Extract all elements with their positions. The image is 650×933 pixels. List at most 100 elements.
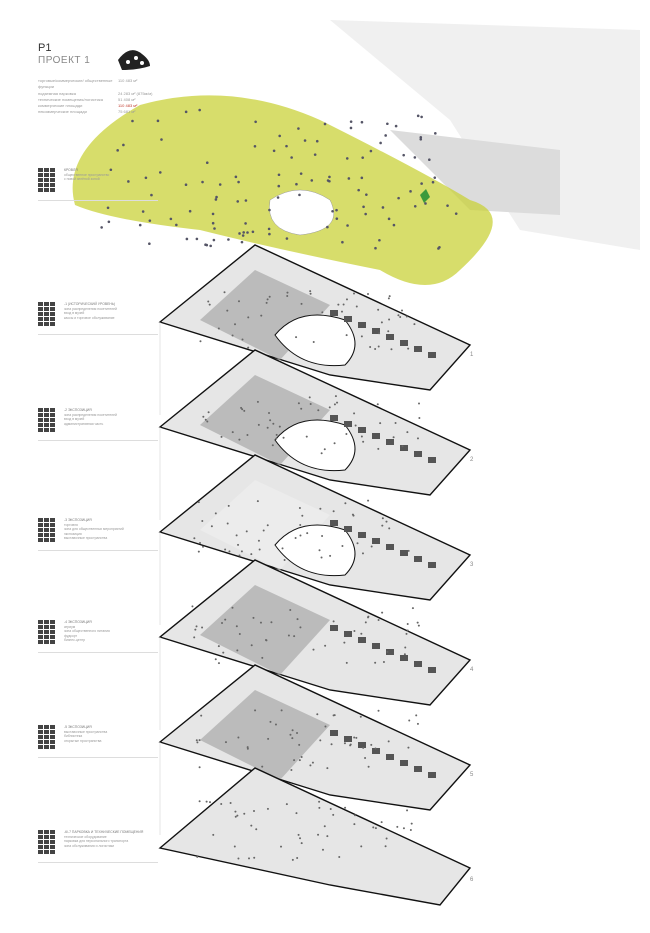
- legend-symbol-icon: [38, 850, 43, 854]
- area-stats: торговые/коммерческие/ общественные функ…: [38, 78, 153, 116]
- legend-symbol-icon: [44, 538, 49, 542]
- legend-symbol-icon: [50, 725, 55, 729]
- legend-symbol-icon: [38, 168, 43, 172]
- legend-symbol-icon: [38, 533, 43, 537]
- legend-symbol-icon: [38, 408, 43, 412]
- legend-line: выставочные пространства: [64, 536, 159, 541]
- legend-symbol-icon: [38, 845, 43, 849]
- stat-value: 110 483 м²: [118, 78, 137, 91]
- legend-symbol-icon: [44, 173, 49, 177]
- legend-symbol-icon: [50, 418, 55, 422]
- legend-symbol-icon: [44, 322, 49, 326]
- legend-symbol-icon: [50, 317, 55, 321]
- legend-symbol-icon: [44, 188, 49, 192]
- legend-symbol-icon: [38, 640, 43, 644]
- legend-symbol-icon: [38, 173, 43, 177]
- legend-symbol-icon: [50, 428, 55, 432]
- legend-line: административная часть: [64, 422, 159, 427]
- legend-symbol-icon: [38, 730, 43, 734]
- roof-level: [73, 95, 493, 285]
- legend-symbol-icon: [44, 317, 49, 321]
- legend-symbol-icon: [44, 840, 49, 844]
- legend-symbol-icon: [38, 317, 43, 321]
- legend-symbol-icon: [44, 850, 49, 854]
- legend-symbol-icon: [44, 423, 49, 427]
- legend-line: зона обслуживания и логистики: [64, 844, 159, 849]
- legend-symbol-icon: [44, 413, 49, 417]
- legend-symbol-icon: [50, 173, 55, 177]
- legend-symbol-icon: [50, 523, 55, 527]
- legend-symbol-icon: [44, 740, 49, 744]
- legend-symbol-icon: [44, 845, 49, 849]
- legend-line: открытые пространства: [64, 739, 159, 744]
- legend-symbol-icon: [50, 640, 55, 644]
- project-code: P1: [38, 42, 51, 54]
- legend-symbol-icon: [44, 307, 49, 311]
- legend-symbol-icon: [50, 408, 55, 412]
- legend-symbol-icon: [50, 168, 55, 172]
- legend-symbol-icon: [50, 830, 55, 834]
- legend-symbol-icon: [50, 528, 55, 532]
- legend-symbol-icon: [38, 635, 43, 639]
- legend-symbol-icon: [38, 725, 43, 729]
- level-number: 3: [470, 562, 473, 568]
- legend-symbol-icon: [50, 630, 55, 634]
- legend-symbol-icon: [50, 312, 55, 316]
- legend-symbol-icon: [44, 408, 49, 412]
- legend-line: бизнес-центр: [64, 638, 159, 643]
- legend-symbol-icon: [38, 840, 43, 844]
- legend-symbol-icon: [50, 322, 55, 326]
- legend-symbol-icon: [50, 845, 55, 849]
- legend-symbol-icon: [44, 620, 49, 624]
- legend-symbol-icon: [44, 830, 49, 834]
- legend-symbol-icon: [50, 840, 55, 844]
- legend-symbol-icon: [38, 620, 43, 624]
- legend-symbol-icon: [38, 830, 43, 834]
- legend-symbol-icon: [50, 745, 55, 749]
- legend-symbol-icon: [50, 188, 55, 192]
- level-number: 6: [470, 877, 473, 883]
- legend-symbol-icon: [44, 178, 49, 182]
- stat-label: некоммерческие площади: [38, 109, 118, 115]
- legend-symbol-icon: [38, 528, 43, 532]
- legend-symbol-icon: [50, 735, 55, 739]
- level-number: 1: [470, 352, 473, 358]
- stat-value: 75 681 м²: [118, 109, 135, 115]
- stat-label: торговые/коммерческие/ общественные функ…: [38, 78, 118, 91]
- legend-symbol-icon: [44, 725, 49, 729]
- legend-symbol-icon: [38, 302, 43, 306]
- legend-symbol-icon: [38, 538, 43, 542]
- legend-symbol-icon: [38, 413, 43, 417]
- legend-symbol-icon: [44, 528, 49, 532]
- legend-symbol-icon: [50, 620, 55, 624]
- legend-symbol-icon: [38, 183, 43, 187]
- stat-row: торговые/коммерческие/ общественные функ…: [38, 78, 153, 91]
- legend-symbol-icon: [44, 523, 49, 527]
- legend-line: с новой зелёной зоной: [64, 177, 159, 182]
- legend-symbol-icon: [38, 423, 43, 427]
- level-number: 2: [470, 457, 473, 463]
- legend-symbol-icon: [44, 635, 49, 639]
- legend-symbol-icon: [50, 183, 55, 187]
- legend-symbol-icon: [44, 533, 49, 537]
- legend-symbol-icon: [38, 428, 43, 432]
- legend-symbol-icon: [44, 630, 49, 634]
- legend-symbol-icon: [44, 625, 49, 629]
- legend-symbol-icon: [44, 302, 49, 306]
- legend-symbol-icon: [50, 533, 55, 537]
- level-number: 4: [470, 667, 473, 673]
- legend-symbol-icon: [50, 423, 55, 427]
- legend-symbol-icon: [50, 740, 55, 744]
- legend-symbol-icon: [50, 730, 55, 734]
- legend-symbol-icon: [44, 183, 49, 187]
- project-title: ПРОЕКТ 1: [38, 55, 90, 66]
- legend-symbol-icon: [44, 835, 49, 839]
- legend-symbol-icon: [38, 745, 43, 749]
- legend-symbol-icon: [44, 745, 49, 749]
- legend-symbol-icon: [38, 312, 43, 316]
- level-number: 5: [470, 772, 473, 778]
- legend-symbol-icon: [38, 518, 43, 522]
- legend-symbol-icon: [44, 312, 49, 316]
- legend-symbol-icon: [38, 307, 43, 311]
